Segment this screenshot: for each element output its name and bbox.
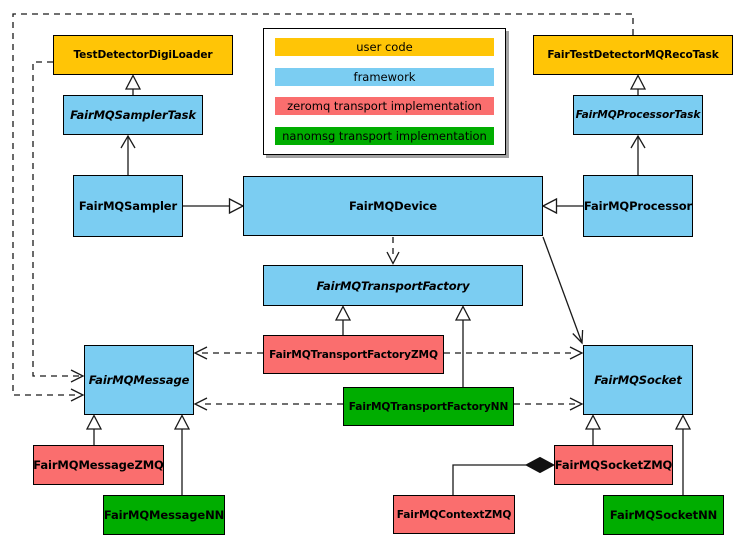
edge-processor-processortask bbox=[630, 134, 646, 175]
node-fairmqtransportfactory: FairMQTransportFactory bbox=[263, 265, 523, 306]
edge-messagenn-message bbox=[173, 414, 191, 495]
legend-label-user-code: user code bbox=[356, 40, 413, 54]
node-fairmqmessagenn: FairMQMessageNN bbox=[103, 495, 225, 535]
legend-item-user-code: user code bbox=[275, 38, 494, 56]
edge-contextzmq-socketzmq bbox=[452, 456, 556, 495]
legend-item-zeromq: zeromq transport implementation bbox=[275, 97, 494, 116]
edge-processortask-recotask bbox=[629, 74, 647, 95]
legend-panel: user code framework zeromq transport imp… bbox=[263, 28, 506, 155]
node-fairmqdevice: FairMQDevice bbox=[243, 176, 543, 236]
edge-device-socket bbox=[542, 236, 584, 345]
node-fairmqtransportfactoryzmq: FairMQTransportFactoryZMQ bbox=[263, 335, 444, 374]
edge-sampler-samplertask bbox=[120, 134, 136, 175]
node-fairmqsocketnn: FairMQSocketNN bbox=[603, 495, 724, 535]
edge-device-transportfactory bbox=[386, 237, 400, 265]
node-fairmqmessagezmq: FairMQMessageZMQ bbox=[33, 445, 164, 485]
edge-messagezmq-message bbox=[85, 414, 103, 445]
node-fairmqsocket: FairMQSocket bbox=[583, 345, 693, 415]
edge-tfnn-socket bbox=[514, 397, 584, 411]
edge-tfzmq-socket bbox=[444, 346, 584, 360]
node-fairmqprocessortask: FairMQProcessorTask bbox=[573, 95, 703, 135]
node-fairmqprocessor: FairMQProcessor bbox=[583, 175, 693, 237]
node-fairtestdetectormqrecotask: FairTestDetectorMQRecoTask bbox=[533, 35, 733, 75]
edge-tfnn-transportfactory bbox=[454, 305, 472, 387]
edge-tfzmq-message bbox=[193, 346, 263, 360]
edge-tfzmq-transportfactory bbox=[334, 305, 352, 335]
node-fairmqcontextzmq: FairMQContextZMQ bbox=[393, 495, 515, 534]
node-fairmqmessage: FairMQMessage bbox=[84, 345, 194, 415]
edge-processor-device bbox=[541, 197, 583, 215]
edge-tfnn-message bbox=[193, 397, 343, 411]
node-fairmqsocketzmq: FairMQSocketZMQ bbox=[554, 445, 673, 485]
legend-item-framework: framework bbox=[275, 67, 494, 86]
legend-label-nanomsg: nanomsg transport implementation bbox=[282, 128, 487, 143]
edge-socketzmq-socket bbox=[584, 414, 602, 445]
legend-label-framework: framework bbox=[353, 69, 416, 84]
edge-socketnn-socket bbox=[674, 414, 692, 495]
legend-label-zeromq: zeromq transport implementation bbox=[287, 99, 482, 114]
node-fairmqtransportfactorynn: FairMQTransportFactoryNN bbox=[343, 387, 514, 426]
node-testdetectordigiloader: TestDetectorDigiLoader bbox=[53, 35, 233, 75]
edge-samplertask-digiloader bbox=[124, 74, 142, 95]
legend-item-nanomsg: nanomsg transport implementation bbox=[275, 126, 494, 145]
edge-sampler-device bbox=[183, 197, 245, 215]
node-fairmqsamplertask: FairMQSamplerTask bbox=[63, 95, 203, 135]
node-fairmqsampler: FairMQSampler bbox=[73, 175, 183, 237]
